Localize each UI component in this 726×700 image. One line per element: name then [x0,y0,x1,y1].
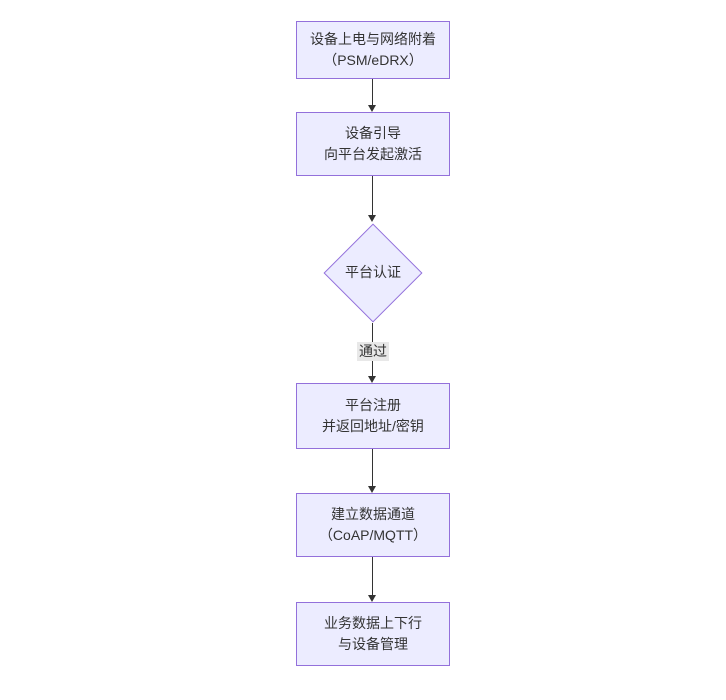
node-text-line: （PSM/eDRX） [323,52,423,68]
node-text-line: 业务数据上下行 [324,615,422,631]
node-device-bootstrap: 设备引导 向平台发起激活 [296,112,450,176]
node-text-line: 设备引导 [345,125,401,141]
flow-arrow-icon [368,79,377,112]
node-text-line: 设备上电与网络附着 [310,31,436,47]
node-text-line: 与设备管理 [338,636,408,652]
node-platform-register: 平台注册 并返回地址/密钥 [296,383,450,449]
edge-label-pass: 通过 [357,342,389,361]
node-business-data: 业务数据上下行 与设备管理 [296,602,450,666]
node-text-line: 向平台发起激活 [324,146,422,162]
node-text-line: 建立数据通道 [331,506,415,522]
node-text-line: 并返回地址/密钥 [322,418,424,434]
flow-arrow-icon [368,557,377,602]
node-data-channel: 建立数据通道 （CoAP/MQTT） [296,493,450,557]
node-text-line: （CoAP/MQTT） [318,527,428,543]
flow-arrow-icon [368,176,377,222]
node-text-line: 平台注册 [345,397,401,413]
node-device-power-on: 设备上电与网络附着 （PSM/eDRX） [296,21,450,79]
flow-arrow-icon [368,449,377,493]
decision-platform-auth-label: 平台认证 [345,264,401,280]
